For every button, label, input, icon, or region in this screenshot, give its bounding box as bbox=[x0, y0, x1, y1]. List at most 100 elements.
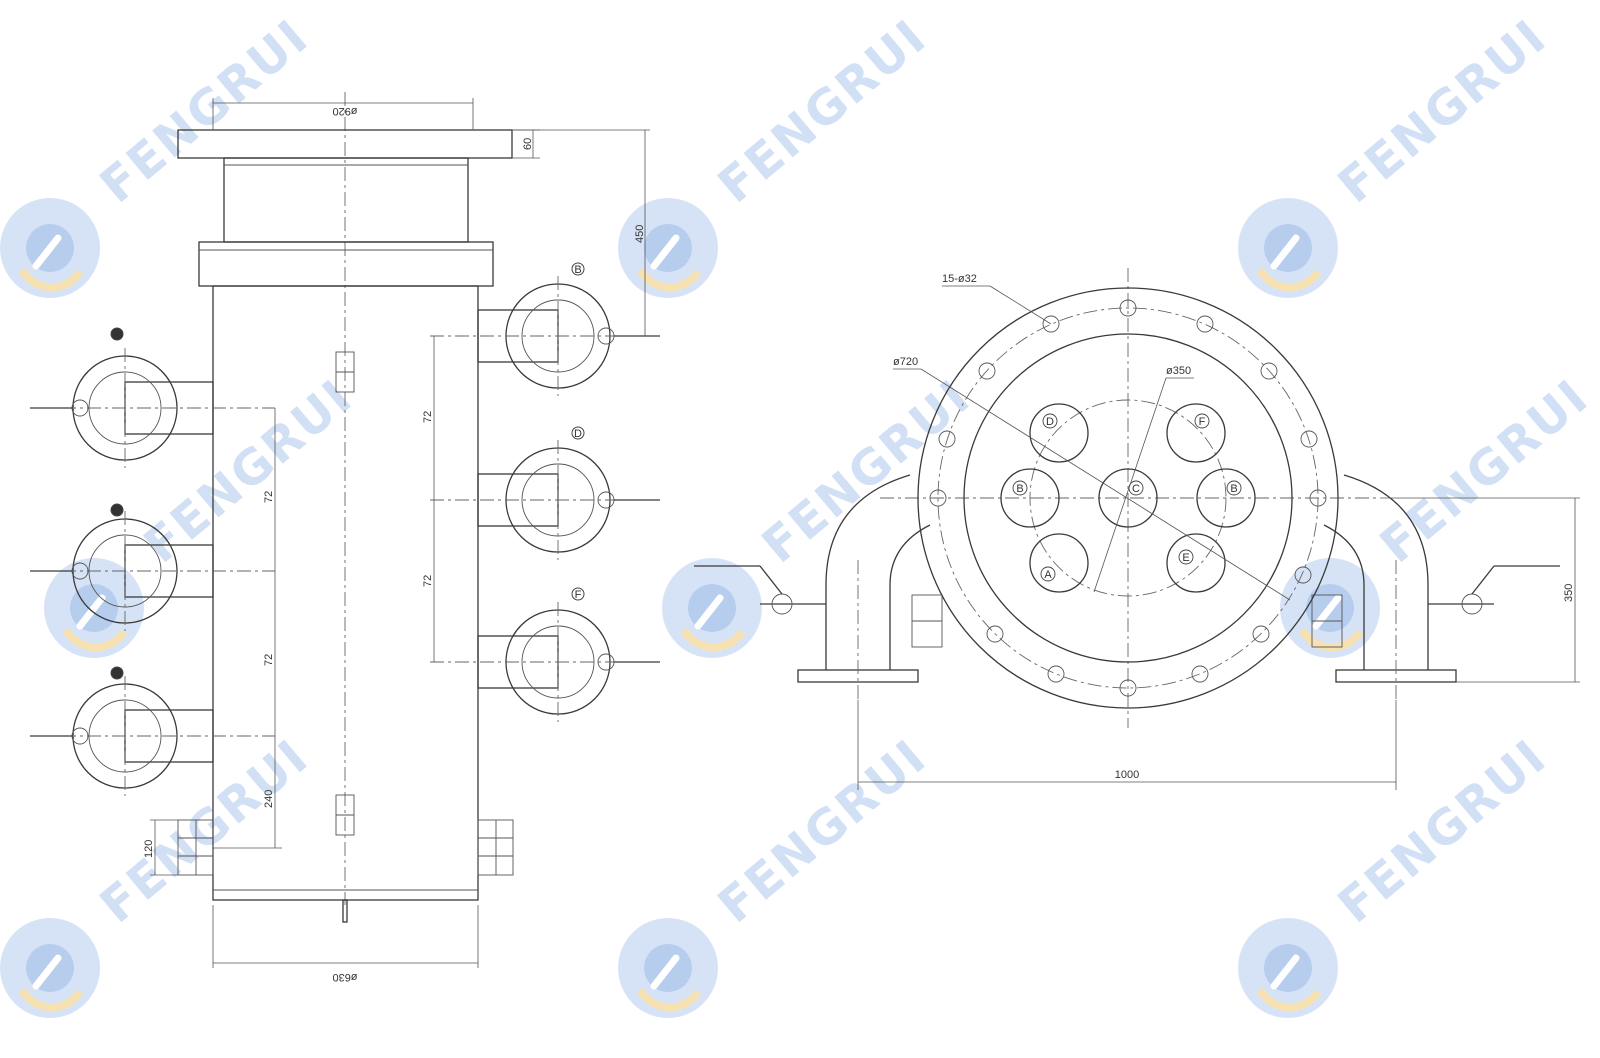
watermark-logo-icon bbox=[0, 198, 100, 298]
port-label: F bbox=[1199, 416, 1206, 428]
port-hole-c bbox=[1098, 468, 1158, 528]
port-label-c: C bbox=[113, 505, 121, 517]
nozzle-left-e: E bbox=[30, 666, 275, 796]
dim-body-dia: ø630 bbox=[332, 971, 357, 983]
elbow-outer bbox=[825, 474, 911, 670]
watermark-text: FENGRUI bbox=[708, 9, 938, 214]
port-marker bbox=[1012, 480, 1028, 496]
bolt-hole bbox=[929, 489, 947, 507]
dim-pitch-left-2: 72 bbox=[263, 654, 275, 666]
right-elbow bbox=[1311, 474, 1457, 700]
watermark-text: FENGRUI bbox=[752, 369, 982, 574]
top-dimensions: 15-ø32 ø720 ø350 350 1000 bbox=[857, 273, 1580, 790]
watermark-logo-icon bbox=[1238, 198, 1338, 298]
port-label-e: E bbox=[113, 668, 120, 680]
bolt-hole bbox=[978, 362, 996, 380]
left-valve bbox=[694, 565, 826, 615]
dim-pitch-left-1: 72 bbox=[263, 491, 275, 503]
bolt-hole bbox=[1042, 315, 1060, 333]
port-marker bbox=[1040, 566, 1056, 582]
support-foot bbox=[177, 819, 214, 876]
dim-120: 120 bbox=[143, 840, 155, 858]
port-marker bbox=[1178, 549, 1194, 565]
watermark-text: FENGRUI bbox=[708, 729, 938, 934]
port-marker bbox=[110, 666, 124, 680]
watermark-logo-icon bbox=[662, 558, 762, 658]
watermark-logo-icon bbox=[44, 558, 144, 658]
bolt-hole bbox=[1047, 665, 1065, 683]
port-marker bbox=[571, 587, 585, 601]
port-marker bbox=[571, 262, 585, 276]
dim-350: 350 bbox=[1563, 584, 1575, 602]
watermark-text: FENGRUI bbox=[1328, 729, 1558, 934]
dim-1000: 1000 bbox=[1115, 769, 1139, 781]
port-label: B bbox=[1016, 483, 1023, 495]
bolt-hole bbox=[1294, 566, 1312, 584]
bolt-hole bbox=[1119, 299, 1137, 317]
side-dimensions: ø920 60 450 72 72 72 72 240 bbox=[143, 98, 650, 983]
watermark-text: FENGRUI bbox=[134, 369, 364, 574]
bolt-holes bbox=[929, 299, 1327, 697]
port-pitch-circle bbox=[1029, 399, 1227, 597]
dim-450: 450 bbox=[634, 225, 646, 243]
port-marker bbox=[1194, 413, 1210, 429]
dim-240: 240 bbox=[263, 790, 275, 808]
drain-stub bbox=[342, 899, 348, 923]
bolt-hole bbox=[1196, 315, 1214, 333]
nozzle-right-f: F bbox=[430, 587, 660, 722]
bolt-hole bbox=[1191, 665, 1209, 683]
elbow-inner bbox=[889, 524, 931, 670]
body-flange bbox=[198, 241, 494, 287]
port-label: B bbox=[1230, 483, 1237, 495]
watermark-text: FENGRUI bbox=[1328, 9, 1558, 214]
right-valve bbox=[1428, 565, 1560, 615]
bolt-hole bbox=[1252, 625, 1270, 643]
port-hole-b-left bbox=[1000, 468, 1060, 528]
port-label-b: B bbox=[574, 264, 581, 276]
outer-flange bbox=[917, 287, 1339, 709]
top-view: D F B C B A E 15-ø32 ø720 bbox=[694, 268, 1580, 790]
nozzle-right-b: B bbox=[430, 262, 660, 396]
leader-line bbox=[989, 285, 1052, 325]
leader-line bbox=[1093, 377, 1167, 593]
nozzle-left-a: A bbox=[30, 327, 275, 468]
inner-body bbox=[963, 333, 1293, 663]
port-label: D bbox=[1046, 416, 1054, 428]
bolt-hole bbox=[1300, 430, 1318, 448]
bolt-hole bbox=[1119, 679, 1137, 697]
watermark-logo-icon bbox=[618, 918, 718, 1018]
elbow-inner bbox=[1323, 524, 1365, 670]
port-marker bbox=[110, 503, 124, 517]
port-marker bbox=[1226, 480, 1242, 496]
port-hole-e bbox=[1166, 533, 1226, 593]
nozzle-left-c: C bbox=[30, 503, 275, 631]
port-marker bbox=[110, 327, 124, 341]
bolt-hole bbox=[1260, 362, 1278, 380]
port-label-f: F bbox=[575, 589, 582, 601]
side-view: A C E bbox=[30, 92, 660, 983]
valve-stem bbox=[759, 565, 783, 595]
port-hole-a bbox=[1029, 533, 1089, 593]
bolt-hole bbox=[1309, 489, 1327, 507]
port-marker bbox=[571, 426, 585, 440]
valve-stem bbox=[1471, 565, 1495, 595]
dim-pcd: ø720 bbox=[893, 356, 918, 368]
port-label: C bbox=[1132, 483, 1140, 495]
bolt-hole bbox=[986, 625, 1004, 643]
dim-top-dia: ø920 bbox=[332, 105, 357, 117]
watermark-logo-icon bbox=[0, 918, 100, 1018]
bolt-hole bbox=[938, 430, 956, 448]
dim-pitch-right-1: 72 bbox=[422, 411, 434, 423]
watermark-layer: FENGRUI FENGRUI FENGRUI FENGRUI FENGRUI … bbox=[0, 9, 1599, 1018]
port-label: E bbox=[1182, 552, 1189, 564]
left-elbow bbox=[797, 474, 943, 700]
watermark-logo-icon bbox=[618, 198, 718, 298]
dim-bolt-holes: 15-ø32 bbox=[942, 273, 977, 285]
flange-neck bbox=[223, 157, 469, 243]
watermark-text: FENGRUI bbox=[1370, 369, 1600, 574]
elbow-outer bbox=[1343, 474, 1429, 670]
port-label-d: D bbox=[574, 428, 582, 440]
support-foot bbox=[477, 819, 514, 876]
port-hole-f bbox=[1166, 403, 1226, 463]
